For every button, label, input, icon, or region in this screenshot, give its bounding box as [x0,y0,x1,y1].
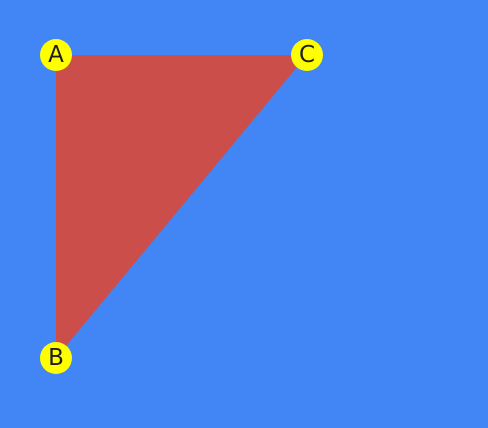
vertex-a-marker [40,39,72,71]
vertex-b: B [40,342,72,374]
vertex-b-marker [40,342,72,374]
vertex-b-label: B [48,345,64,371]
vertex-c-label: C [299,42,315,68]
vertex-a-label: A [48,42,64,68]
vertex-c: C [291,39,323,71]
triangle-abc [56,55,307,358]
vertex-c-marker [291,39,323,71]
vertex-a: A [40,39,72,71]
